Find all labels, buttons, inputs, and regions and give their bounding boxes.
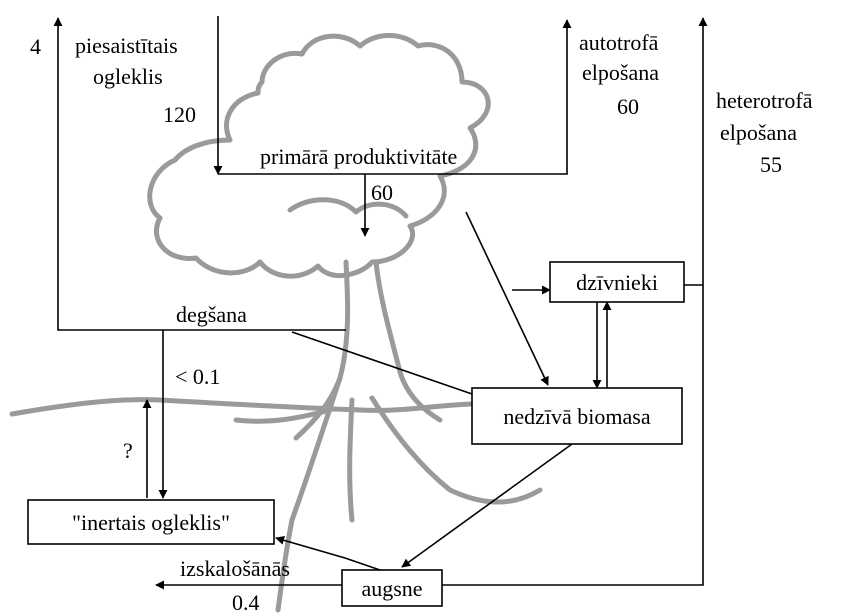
autotrophic-label-line1: autotrofā	[579, 30, 659, 55]
box-inert-carbon-label: "inertais ogleklis"	[72, 510, 230, 535]
tree-ground-line	[12, 400, 470, 414]
captured-carbon-value: 120	[163, 102, 196, 127]
box-soil: augsne	[342, 570, 442, 606]
productivity-to-dead-biomass-arrow	[466, 212, 548, 385]
leaching-label: izskalošānās	[180, 556, 290, 581]
combustion-value: < 0.1	[175, 364, 220, 389]
tree-root-2	[350, 400, 352, 520]
unknown-flow-label: ?	[123, 438, 133, 463]
incoming-value-label: 4	[30, 34, 41, 59]
box-dead-biomass: nedzīvā biomasa	[472, 388, 682, 444]
captured-carbon-label-line1: piesaistītais	[75, 33, 178, 58]
heterotrophic-respiration-arrow	[684, 18, 703, 285]
leaching-value: 0.4	[232, 590, 260, 614]
heterotrophic-value: 55	[760, 152, 782, 177]
autotrophic-label-line2: elpošana	[582, 60, 659, 85]
combustion-diagonal-line	[292, 332, 472, 394]
soil-to-inert-arrow	[276, 538, 380, 570]
box-animals-label: dzīvnieki	[576, 270, 658, 295]
heterotrophic-label-line1: heterotrofā	[716, 88, 813, 113]
box-dead-biomass-label: nedzīvā biomasa	[503, 404, 650, 429]
primary-productivity-label: primārā produktivitāte	[260, 144, 457, 169]
autotrophic-value: 60	[617, 94, 639, 119]
primary-value: 60	[371, 180, 393, 205]
box-inert-carbon: "inertais ogleklis"	[28, 500, 274, 544]
tree-trunk-right	[376, 262, 440, 420]
combustion-label: degšana	[176, 302, 247, 327]
box-soil-label: augsne	[361, 576, 422, 601]
captured-carbon-label-line2: ogleklis	[93, 64, 163, 89]
dead-biomass-to-soil-arrow	[402, 444, 572, 567]
heterotrophic-label-line2: elpošana	[720, 120, 797, 145]
box-animals: dzīvnieki	[550, 262, 684, 302]
